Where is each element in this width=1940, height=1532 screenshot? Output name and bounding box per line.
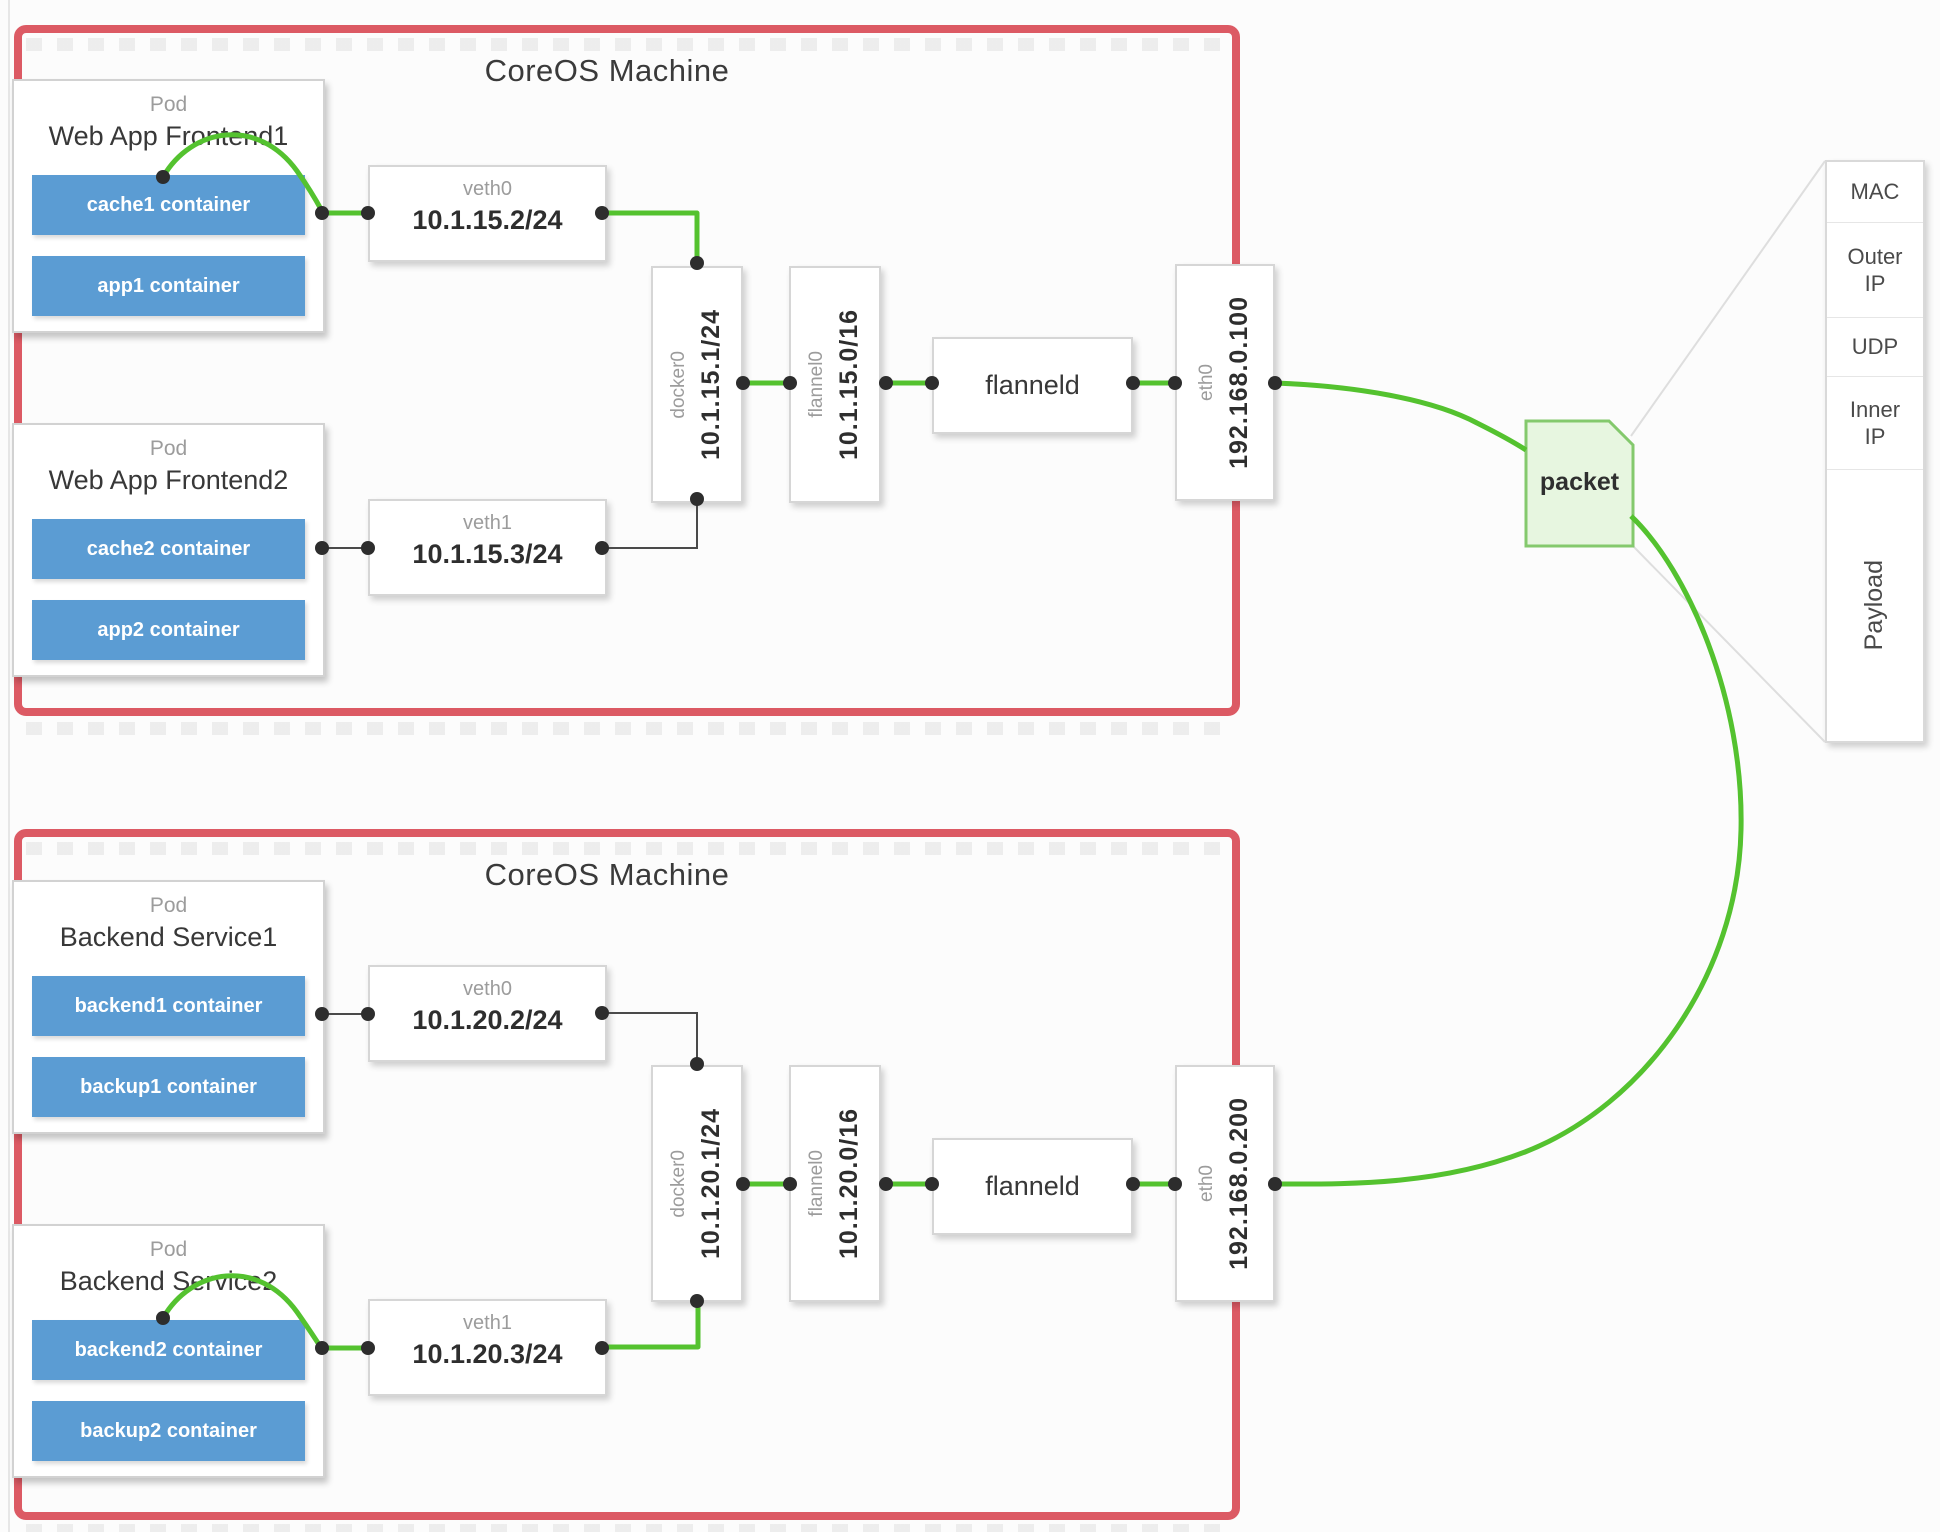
artifact-strip xyxy=(26,38,1222,51)
artifact-strip xyxy=(26,1524,1222,1532)
pod-kind-label: Pod xyxy=(149,894,188,917)
packet-layer-mac: MAC xyxy=(1827,162,1923,223)
veth-name: veth0 xyxy=(463,978,512,1000)
packet-layer-udp: UDP xyxy=(1827,318,1923,377)
veth1-machine2: veth1 10.1.20.3/24 xyxy=(368,1299,607,1396)
pod-title: Web App Frontend2 xyxy=(48,465,289,495)
machine-2-title: CoreOS Machine xyxy=(484,857,730,892)
flanneld-daemon-machine1: flanneld xyxy=(932,337,1133,434)
pod-backend-service1: Pod Backend Service1 backend1 container … xyxy=(12,880,325,1134)
flannel0-interface-machine1: flannel0 10.1.15.0/16 xyxy=(789,266,881,503)
flow-eth0-packet xyxy=(1274,380,1528,453)
artifact-strip xyxy=(26,842,1222,855)
interface-name: flannel0 xyxy=(806,351,827,418)
interface-name: eth0 xyxy=(1196,364,1217,401)
container-cache1: cache1 container xyxy=(32,175,305,235)
pod-kind-label: Pod xyxy=(149,437,188,460)
docker0-bridge-machine1: docker0 10.1.15.1/24 xyxy=(651,266,743,503)
pod-kind-label: Pod xyxy=(149,93,188,116)
veth-ip: 10.1.15.3/24 xyxy=(412,539,563,569)
interface-ip: 10.1.20.0/16 xyxy=(835,1107,863,1259)
interface-ip: 10.1.15.1/24 xyxy=(697,308,725,460)
flanneld-daemon-machine2: flanneld xyxy=(932,1138,1133,1235)
pod-title: Backend Service1 xyxy=(59,922,278,952)
container-backend1: backend1 container xyxy=(32,976,305,1036)
pod-web-app-frontend2: Pod Web App Frontend2 cache2 container a… xyxy=(12,423,325,677)
eth0-machine1: eth0 192.168.0.100 xyxy=(1175,264,1275,501)
packet-callout-top-line xyxy=(1630,160,1826,437)
machine-1-title: CoreOS Machine xyxy=(484,53,730,88)
interface-name: eth0 xyxy=(1196,1165,1217,1202)
eth0-machine2: eth0 192.168.0.200 xyxy=(1175,1065,1275,1302)
veth-ip: 10.1.15.2/24 xyxy=(412,205,563,235)
packet-layer-payload: Payload xyxy=(1827,470,1923,741)
pod-title: Web App Frontend1 xyxy=(48,121,289,151)
container-backup2: backup2 container xyxy=(32,1401,305,1461)
interface-name: flannel0 xyxy=(806,1150,827,1217)
pod-title: Backend Service2 xyxy=(59,1266,278,1296)
canvas-left-edge xyxy=(8,0,10,1532)
flow-packet-eth0-m2 xyxy=(1276,514,1744,1187)
veth1-machine1: veth1 10.1.15.3/24 xyxy=(368,499,607,596)
veth-name: veth1 xyxy=(463,512,512,534)
veth-name: veth1 xyxy=(463,1312,512,1334)
pod-kind-label: Pod xyxy=(149,1238,188,1261)
artifact-strip xyxy=(26,722,1222,735)
container-backup1: backup1 container xyxy=(32,1057,305,1117)
packet-label: packet xyxy=(1539,468,1620,496)
interface-name: docker0 xyxy=(668,350,689,419)
veth0-machine1: veth0 10.1.15.2/24 xyxy=(368,165,607,262)
payload-label: Payload xyxy=(1860,560,1889,651)
interface-ip: 10.1.15.0/16 xyxy=(835,308,863,460)
container-cache2: cache2 container xyxy=(32,519,305,579)
container-backend2: backend2 container xyxy=(32,1320,305,1380)
container-app1: app1 container xyxy=(32,256,305,316)
pod-web-app-frontend1: Pod Web App Frontend1 cache1 container a… xyxy=(12,79,325,333)
flannel0-interface-machine2: flannel0 10.1.20.0/16 xyxy=(789,1065,881,1302)
veth-ip: 10.1.20.3/24 xyxy=(412,1339,563,1369)
interface-ip: 10.1.20.1/24 xyxy=(697,1107,725,1259)
interface-ip: 192.168.0.100 xyxy=(1225,296,1253,469)
interface-name: docker0 xyxy=(668,1149,689,1218)
veth-ip: 10.1.20.2/24 xyxy=(412,1005,563,1035)
veth-name: veth0 xyxy=(463,178,512,200)
pod-backend-service2: Pod Backend Service2 backend2 container … xyxy=(12,1224,325,1478)
veth0-machine2: veth0 10.1.20.2/24 xyxy=(368,965,607,1062)
packet-layer-outer-ip: Outer IP xyxy=(1827,223,1923,318)
packet-layer-inner-ip: Inner IP xyxy=(1827,377,1923,470)
interface-ip: 192.168.0.200 xyxy=(1225,1097,1253,1270)
container-app2: app2 container xyxy=(32,600,305,660)
packet-layer-stack: MAC Outer IP UDP Inner IP Payload xyxy=(1825,160,1925,743)
packet-callout-bottom-line xyxy=(1632,545,1826,743)
docker0-bridge-machine2: docker0 10.1.20.1/24 xyxy=(651,1065,743,1302)
